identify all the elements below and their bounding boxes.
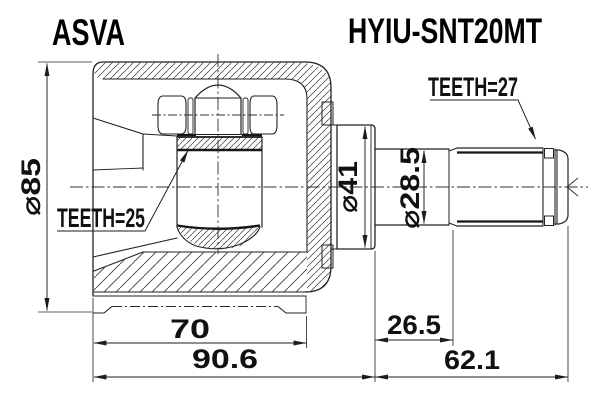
label-teeth-25: TEETH=25 (57, 203, 145, 233)
dimension-annotations: ASVA HYIU-SNT20MT TEETH=25 TEETH=27 ⌀85 … (16, 12, 569, 382)
dim-text-d28-5: ⌀28.5 (395, 147, 425, 229)
centerlines (70, 54, 588, 254)
housing-inner-outline (102, 78, 308, 253)
dim-text-d41: ⌀41 (333, 161, 363, 213)
dim-text-90-6: 90.6 (192, 344, 258, 374)
housing-section (92, 61, 334, 314)
housing-top-wall-hatch (94, 62, 290, 79)
roller-right (249, 95, 278, 135)
dim-text-d85: ⌀85 (16, 158, 46, 216)
spline-teeth-bands (457, 151, 543, 223)
snapring-section-top (544, 148, 554, 159)
spline-runout (448, 147, 458, 227)
housing-outer-outline (92, 61, 332, 293)
housing-bottom-inner-edge (93, 251, 308, 272)
leader-teeth-25 (57, 150, 189, 232)
bore-bottom-edge (176, 224, 261, 230)
dim-text-62-1: 62.1 (444, 345, 500, 375)
leader-teeth-27 (430, 99, 536, 140)
label-teeth-27: TEETH=27 (428, 72, 518, 102)
brand-logo: ASVA (52, 12, 125, 53)
housing-bottom-wall-hatch (94, 252, 307, 292)
collar-outline (336, 124, 376, 250)
bore-bottom-curve (176, 226, 261, 250)
extension-lines (38, 61, 569, 382)
centerline-tip-mark (566, 177, 579, 197)
housing-face-groove-bottom (321, 244, 334, 269)
needle-bearing-left (187, 97, 194, 135)
spline-outer-edges (456, 147, 544, 227)
bore-bottom-hatch (177, 226, 260, 249)
housing-face-groove-top (321, 101, 334, 126)
mouth-taper-top (92, 117, 144, 135)
mouth-cone-line (92, 167, 144, 171)
output-shaft (330, 124, 569, 250)
boot-groove-profile (92, 305, 307, 314)
dim-text-26-5: 26.5 (387, 310, 441, 340)
housing-right-wall-hatch (290, 62, 331, 292)
collar-top-joint (330, 124, 338, 250)
tripod-roller-assembly (157, 84, 278, 250)
needle-bearing-right (242, 97, 249, 135)
mouth-taper-bottom (92, 237, 178, 258)
hub-spline-band-hatch (177, 137, 262, 150)
snapring-section-bottom (544, 215, 554, 226)
part-number: HYIU-SNT20MT (348, 12, 542, 51)
mouth-track-line (142, 133, 178, 137)
dim-text-70: 70 (170, 314, 210, 344)
